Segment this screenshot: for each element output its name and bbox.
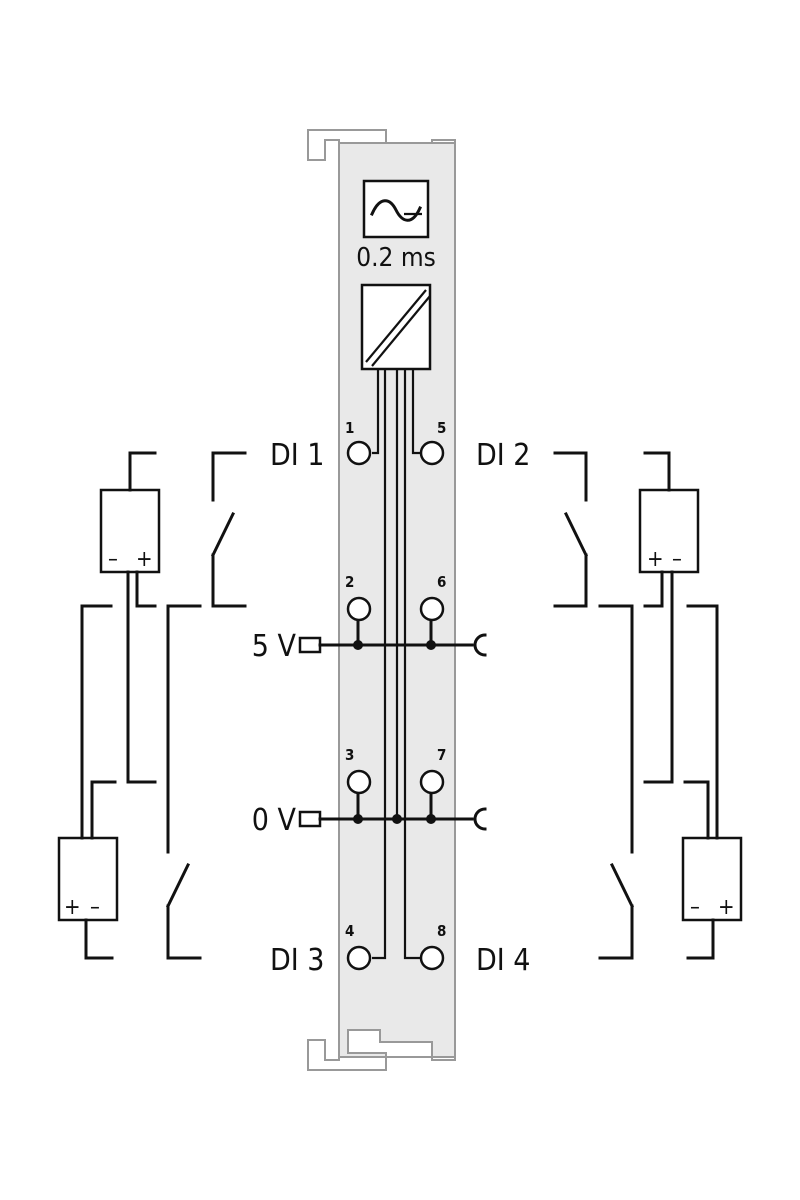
sign-minus: – — [90, 895, 100, 920]
terminal-number-6: 6 — [437, 573, 446, 591]
filter-wave — [370, 199, 422, 222]
switch-top-lead — [598, 604, 634, 854]
sensor-minus-lead — [643, 570, 674, 784]
switch-blade — [609, 862, 635, 909]
terminal-number-2: 2 — [345, 573, 354, 591]
switch-top-lead — [553, 451, 588, 502]
sensor-plus-lead — [643, 570, 664, 608]
sensor-top-lead — [90, 780, 117, 840]
channel-label-di1: DI 1 — [270, 438, 324, 473]
left-switch-top — [210, 451, 247, 608]
wire-ch3 — [372, 369, 387, 960]
rail-5v-end — [473, 633, 487, 657]
switch-top-lead — [166, 604, 202, 854]
sign-plus: + — [64, 895, 81, 920]
sensor-supply-lead — [80, 604, 113, 840]
terminal-2 — [346, 596, 372, 622]
rail-5v-connector — [298, 636, 322, 654]
wire-ch2 — [411, 369, 420, 455]
rail-0v-label: 0 V — [252, 803, 297, 838]
switch-bottom-lead — [211, 553, 247, 608]
switch-bottom-lead — [553, 553, 588, 608]
rail-5v-label: 5 V — [252, 629, 297, 664]
terminal-number-8: 8 — [437, 922, 446, 940]
terminal-5 — [419, 440, 445, 466]
sensor-bottom-lead — [686, 918, 715, 960]
terminal-8 — [419, 945, 445, 971]
wire-ch1 — [372, 369, 380, 455]
sensor-top-lead — [128, 451, 157, 492]
terminal-6 — [419, 596, 445, 622]
terminal-4 — [346, 945, 372, 971]
channel-label-di2: DI 2 — [476, 438, 530, 473]
rail-0v: 0 V — [252, 791, 487, 838]
channel-label-di3: DI 3 — [270, 943, 324, 978]
converter-diagonal-1 — [365, 289, 427, 363]
switch-blade — [563, 511, 589, 558]
switch-bottom-lead — [598, 904, 634, 960]
right-switch-top — [553, 451, 589, 608]
terminal-number-1: 1 — [345, 419, 354, 437]
internal-wiring — [372, 369, 420, 960]
sign-minus: – — [672, 547, 682, 572]
left-sensor-bottom: + – — [57, 604, 119, 960]
filter-time-label: 0.2 ms — [356, 243, 436, 273]
converter-diagonal-2 — [371, 295, 431, 367]
sign-plus: + — [647, 547, 664, 572]
left-switch-bottom — [165, 604, 202, 960]
sensor-supply-lead — [686, 604, 719, 840]
sign-minus: – — [108, 547, 118, 572]
sensor-top-lead — [643, 451, 671, 492]
channel-label-di4: DI 4 — [476, 943, 530, 978]
terminal-number-4: 4 — [345, 922, 354, 940]
sensor-top-lead — [683, 780, 710, 840]
terminals: 1 5 2 6 3 7 4 8 — [345, 419, 446, 971]
right-sensor-top: + – — [638, 451, 700, 784]
sign-minus: – — [690, 895, 700, 920]
sensor-bottom-lead — [84, 918, 114, 960]
switch-top-lead — [211, 451, 247, 502]
filter-block: 0.2 ms — [356, 179, 436, 273]
right-sensor-bottom: – + — [681, 604, 743, 960]
sign-plus: + — [136, 547, 153, 572]
switch-blade — [210, 511, 236, 558]
sensor-plus-lead — [135, 570, 157, 608]
sign-plus: + — [718, 895, 735, 920]
wire-ch4 — [403, 369, 420, 960]
switch-blade — [165, 862, 191, 909]
rail-0v-connector — [298, 810, 322, 828]
terminal-number-3: 3 — [345, 746, 354, 764]
sensor-supply-box — [638, 488, 700, 574]
terminal-3 — [346, 769, 372, 795]
converter-block — [360, 283, 432, 371]
right-switch-bottom — [598, 604, 635, 960]
rail-5v: 5 V — [252, 618, 487, 664]
node-0v-center — [392, 814, 402, 824]
terminal-1 — [346, 440, 372, 466]
switch-bottom-lead — [166, 904, 202, 960]
sensor-supply-box — [57, 836, 119, 922]
terminal-7 — [419, 769, 445, 795]
terminal-number-5: 5 — [437, 419, 446, 437]
left-sensor-top: – + — [99, 451, 161, 784]
bottom-rail — [307, 1029, 456, 1071]
rail-0v-end — [473, 807, 487, 831]
terminal-number-7: 7 — [437, 746, 446, 764]
sensor-minus-lead — [126, 570, 157, 784]
